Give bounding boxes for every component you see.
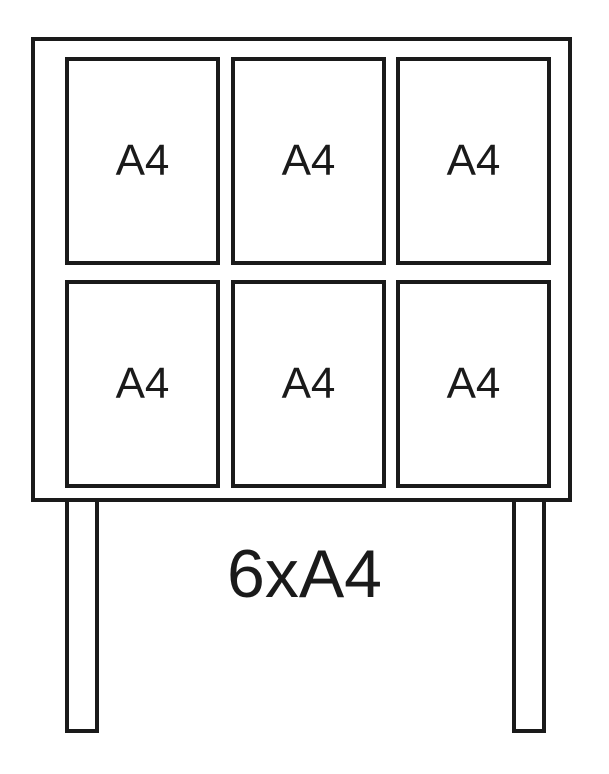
slot-label: A4	[446, 136, 501, 185]
display-board-frame: A4 A4 A4 A4 A4 A4	[31, 37, 572, 502]
a4-slot-1: A4	[65, 57, 220, 265]
a4-slot-6: A4	[396, 280, 551, 488]
a4-slot-4: A4	[65, 280, 220, 488]
a4-slot-3: A4	[396, 57, 551, 265]
slot-label: A4	[115, 359, 170, 408]
left-post	[65, 502, 99, 733]
board-size-caption: 6xA4	[227, 536, 382, 612]
slot-label: A4	[281, 136, 336, 185]
a4-slot-5: A4	[231, 280, 386, 488]
a4-slot-2: A4	[231, 57, 386, 265]
slot-label: A4	[115, 136, 170, 185]
slot-label: A4	[281, 359, 336, 408]
slot-label: A4	[446, 359, 501, 408]
right-post	[512, 502, 546, 733]
